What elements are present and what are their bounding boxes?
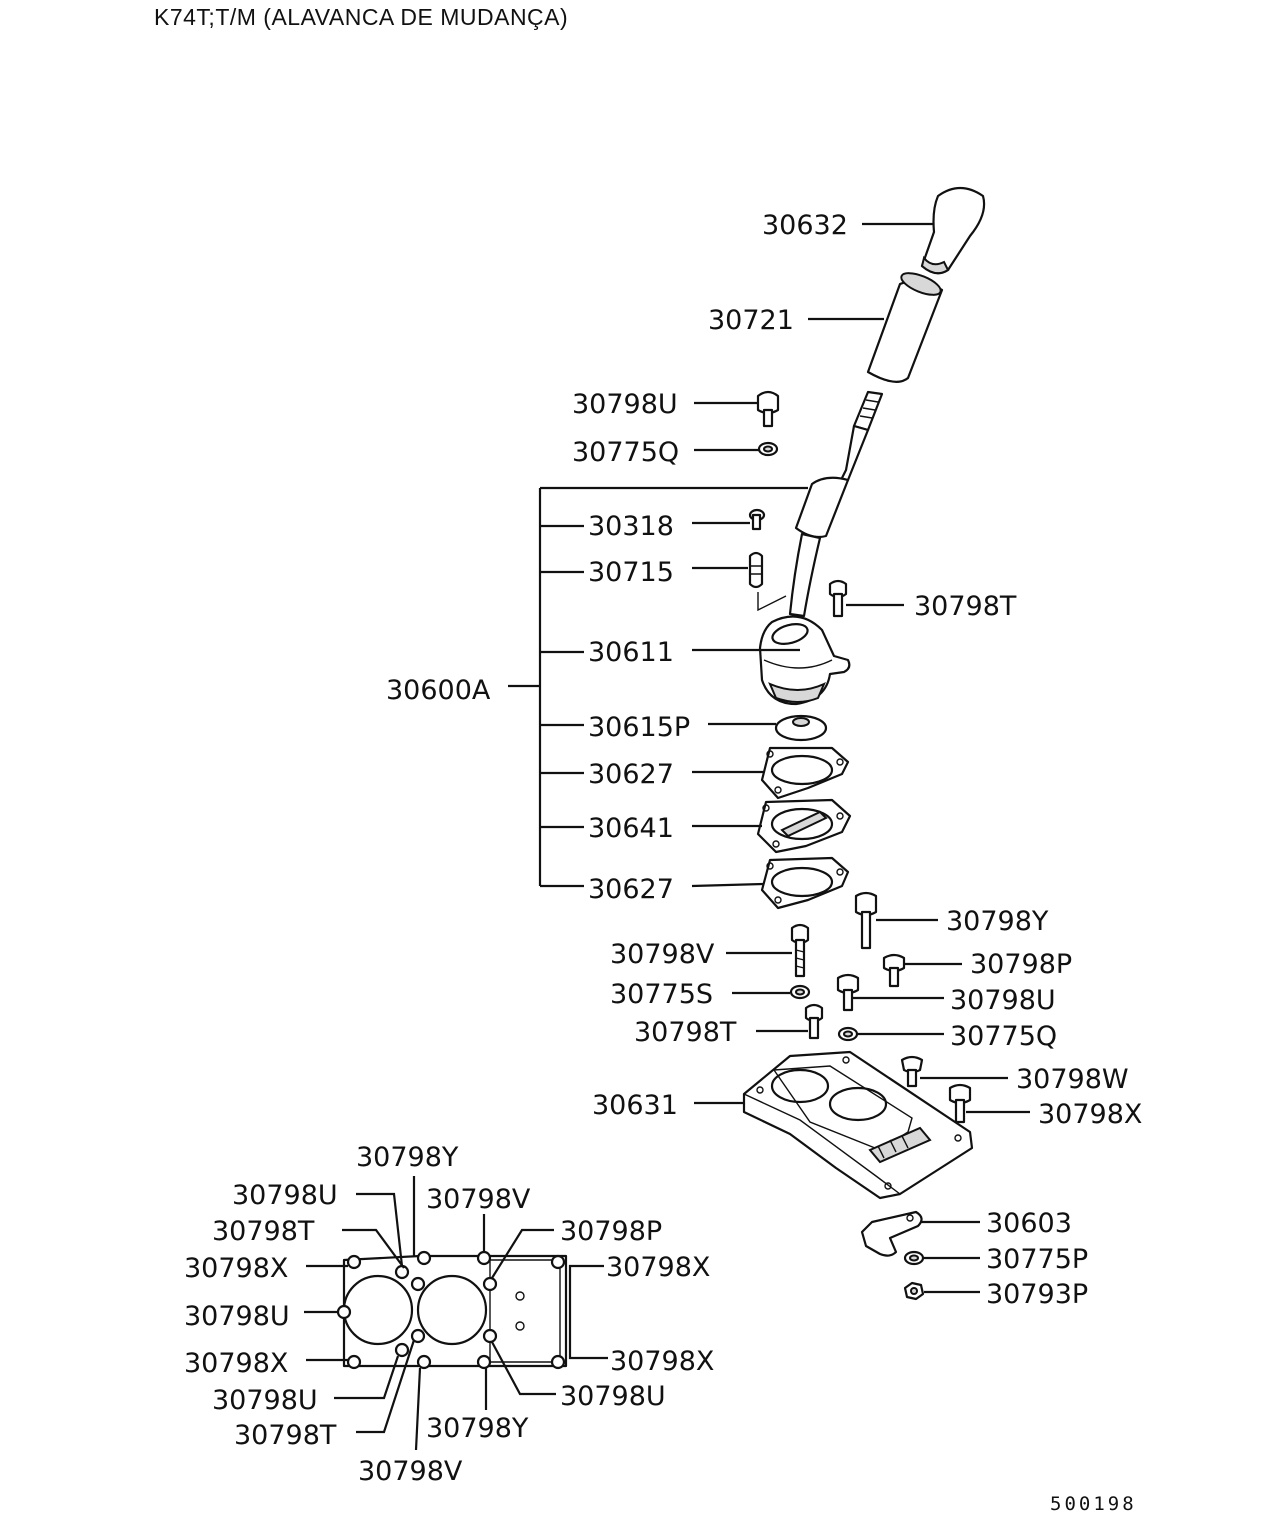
part-30721-sleeve xyxy=(866,272,944,383)
part-30798P-bolt xyxy=(882,953,906,988)
label-30798T-mid: 30798T xyxy=(634,1017,737,1048)
inset-label-bot-u: 30798U xyxy=(212,1385,318,1416)
inset-label-left-x1: 30798X xyxy=(184,1253,288,1284)
part-30798W-bolt xyxy=(900,1055,924,1088)
label-30798V: 30798V xyxy=(610,939,715,970)
label-30318: 30318 xyxy=(588,511,674,542)
part-30798U-bolt-mid xyxy=(836,973,860,1012)
part-30798U-bolt-top xyxy=(756,390,780,428)
label-30793P: 30793P xyxy=(986,1279,1088,1310)
part-30798T-bolt-mid xyxy=(804,1003,824,1040)
inset-label-left-u: 30798U xyxy=(184,1301,290,1332)
part-30715-pin xyxy=(748,551,787,612)
part-30627-gasket-lower xyxy=(760,856,850,910)
part-30798V-bolt xyxy=(790,923,810,978)
inset-label-right-x1: 30798X xyxy=(606,1252,710,1283)
inset-label-top-y: 30798Y xyxy=(356,1142,459,1173)
label-30798U-mid: 30798U xyxy=(950,985,1056,1016)
part-lever-shaft xyxy=(788,390,884,618)
part-30798T-bolt-right xyxy=(828,579,848,618)
inset-label-top-t: 30798T xyxy=(212,1216,315,1247)
label-30775Q-mid: 30775Q xyxy=(950,1021,1057,1052)
part-30611-housing xyxy=(758,615,851,706)
label-30798T-right: 30798T xyxy=(914,591,1017,622)
diagram-code: 500198 xyxy=(1050,1493,1137,1515)
label-30798P: 30798P xyxy=(970,949,1072,980)
part-30775P-washer xyxy=(903,1250,925,1266)
label-30775Q-top: 30775Q xyxy=(572,437,679,468)
part-30798Y-bolt xyxy=(854,891,878,950)
inset-labels: 30798Y 30798U 30798V 30798T 30798P 30798… xyxy=(184,1142,714,1487)
label-30632: 30632 xyxy=(762,210,848,241)
part-30318-screw xyxy=(748,508,766,531)
label-30721: 30721 xyxy=(708,305,794,336)
label-30775S: 30775S xyxy=(610,979,713,1010)
label-30615P: 30615P xyxy=(588,712,690,743)
label-30715: 30715 xyxy=(588,557,674,588)
label-30798W: 30798W xyxy=(1016,1064,1129,1095)
inset-label-top-u: 30798U xyxy=(232,1180,338,1211)
label-30611: 30611 xyxy=(588,637,674,668)
label-30603: 30603 xyxy=(986,1208,1072,1239)
label-30627-upper: 30627 xyxy=(588,759,674,790)
part-30798X-bolt xyxy=(948,1083,972,1124)
part-30603-arm xyxy=(860,1210,923,1257)
inset-label-top-v: 30798V xyxy=(426,1184,531,1215)
label-30798X: 30798X xyxy=(1038,1099,1142,1130)
part-30632-knob xyxy=(920,186,986,275)
label-30775P: 30775P xyxy=(986,1244,1088,1275)
part-labels: 30632 30721 30798U 30775Q 30600A 30318 3… xyxy=(386,210,1142,1310)
leader-lines xyxy=(508,222,1030,1294)
part-30793P-nut xyxy=(903,1281,925,1301)
inset-label-left-x2: 30798X xyxy=(184,1348,288,1379)
part-30775Q-washer-mid xyxy=(837,1026,859,1042)
inset-label-bot-t: 30798T xyxy=(234,1420,337,1451)
label-30600A: 30600A xyxy=(386,675,491,706)
label-30631: 30631 xyxy=(592,1090,678,1121)
label-30641: 30641 xyxy=(588,813,674,844)
label-30798Y: 30798Y xyxy=(946,906,1049,937)
inset-label-top-p: 30798P xyxy=(560,1216,662,1247)
inset-label-bot-y: 30798Y xyxy=(426,1413,529,1444)
diagram-title: K74T;T/M (ALAVANCA DE MUDANÇA) xyxy=(154,4,569,30)
part-30627-gasket-upper xyxy=(760,746,850,800)
inset-gasket-layout xyxy=(336,1250,568,1370)
part-30615P-seat xyxy=(774,714,828,742)
part-30641-plate xyxy=(756,798,852,854)
part-30775Q-washer-top xyxy=(757,441,779,457)
inset-label-right-x2: 30798X xyxy=(610,1346,714,1377)
part-30775S-washer xyxy=(789,984,811,1000)
inset-label-bot-v: 30798V xyxy=(358,1456,463,1487)
inset-label-bot-u-right: 30798U xyxy=(560,1381,666,1412)
label-30627-lower: 30627 xyxy=(588,874,674,905)
part-30631-cover xyxy=(742,1050,974,1200)
inset-leader-lines xyxy=(304,1176,608,1451)
label-30798U-top: 30798U xyxy=(572,389,678,420)
